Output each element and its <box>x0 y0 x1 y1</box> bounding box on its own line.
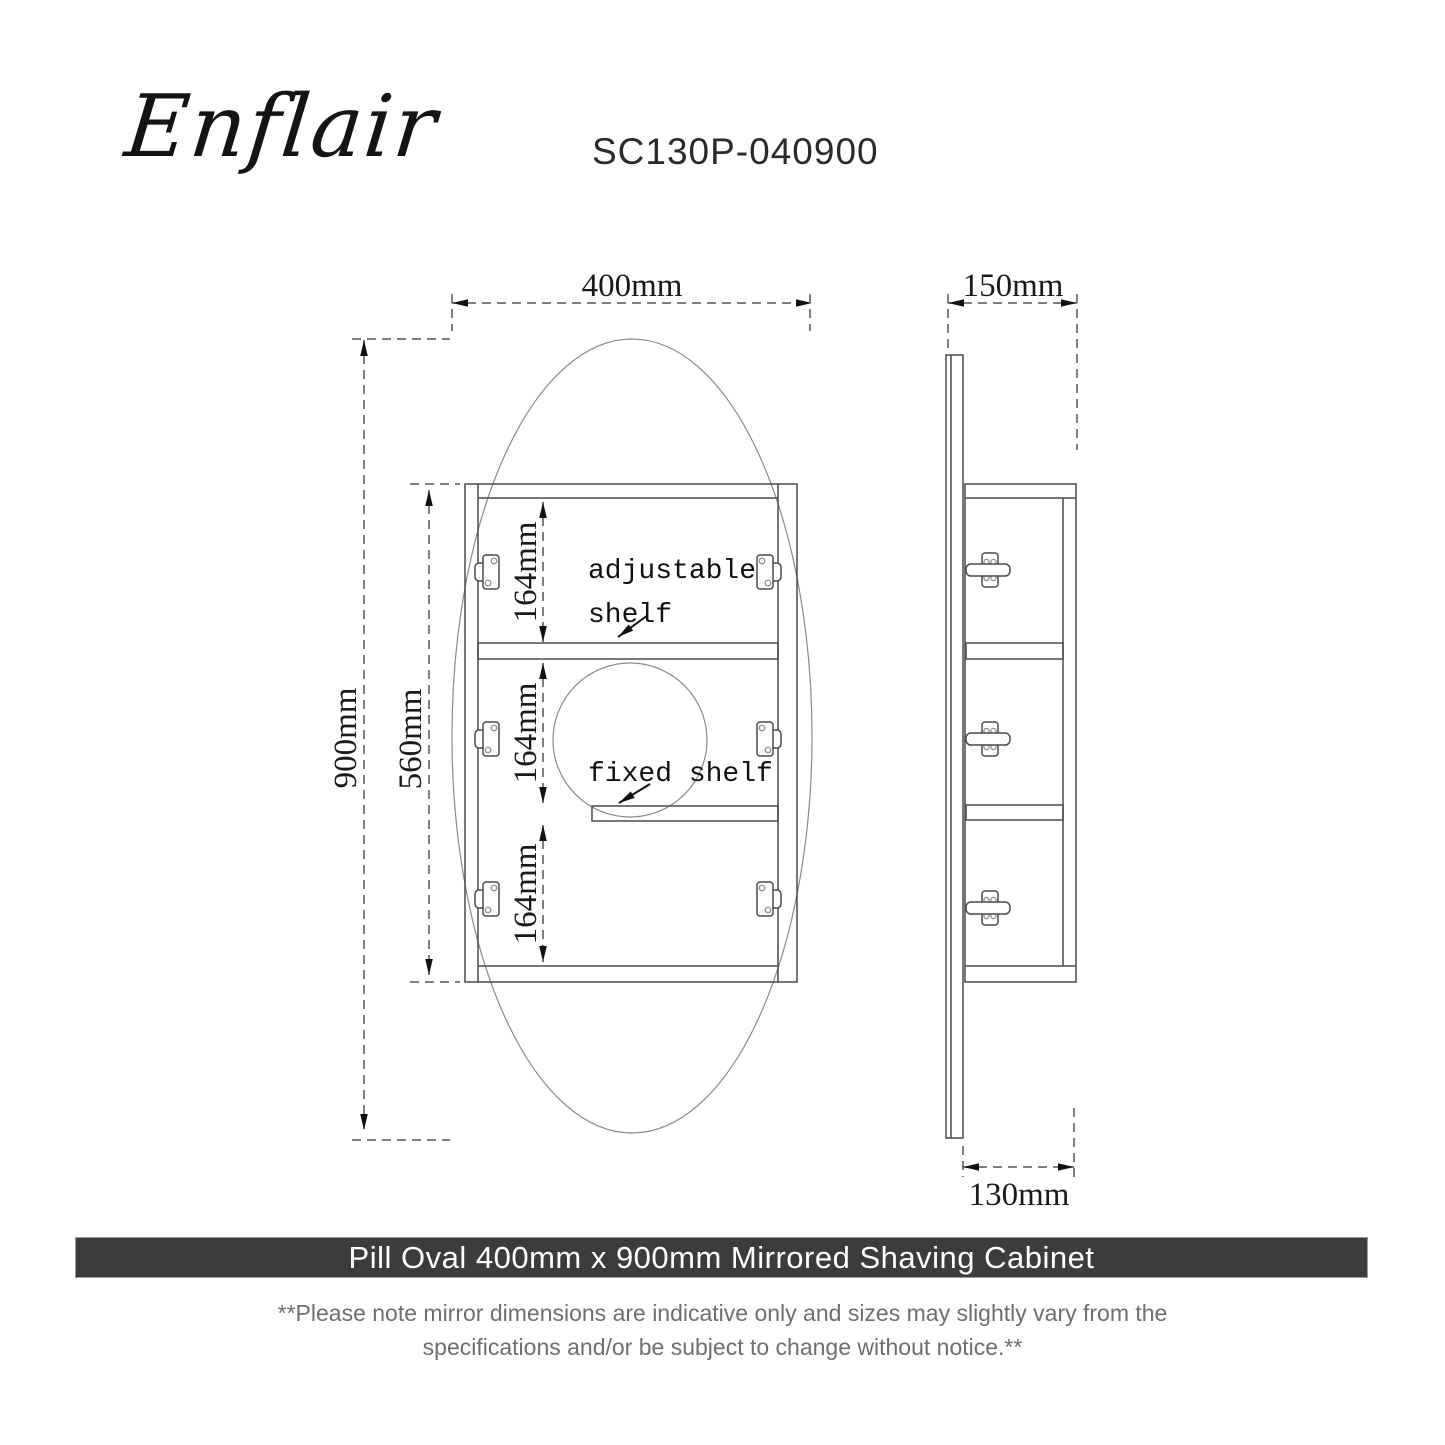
shelf-side <box>965 642 1064 660</box>
front-width-dimension: 400mm <box>451 268 812 331</box>
circle-detail <box>552 662 708 818</box>
hinge-icon <box>474 881 500 917</box>
mirror-panel-side <box>945 354 964 1139</box>
shelf-spacing-dimension-3: 164mm <box>508 825 547 962</box>
adjustable-shelf-label-line2: shelf <box>588 600 672 631</box>
disclaimer-line-2: specifications and/or be subject to chan… <box>422 1334 1023 1360</box>
product-title: Pill Oval 400mm x 900mm Mirrored Shaving… <box>348 1239 1095 1275</box>
hinge-icon <box>756 721 782 757</box>
shelf-spacing-dim-label: 164mm <box>508 682 544 783</box>
front-width-dim-label: 400mm <box>582 268 683 304</box>
fixed-shelf-annotation: fixed shelf <box>588 759 773 804</box>
fixed-shelf-label: fixed shelf <box>588 759 773 790</box>
hinge-icon <box>965 552 1011 588</box>
adjustable-shelf-label-line1: adjustable <box>588 556 756 587</box>
model-number: SC130P-040900 <box>592 131 879 172</box>
hinge-icon <box>965 890 1011 926</box>
shelf-spacing-dim-label: 164mm <box>508 521 544 622</box>
adjustable-shelf-annotation: adjustable shelf <box>588 556 756 638</box>
front-interior-dim-label: 560mm <box>393 688 429 789</box>
fixed-shelf <box>591 805 779 822</box>
cabinet-box-front <box>464 483 798 983</box>
front-interior-dimension: 560mm <box>393 483 460 983</box>
front-view-drawing: 400mm 900mm 560mm 164mm <box>328 268 813 1141</box>
shelf-spacing-dimension-2: 164mm <box>508 663 547 803</box>
hinge-icon <box>474 721 500 757</box>
side-depth-dimension: 150mm <box>947 268 1078 450</box>
cabinet-box-side <box>964 483 1077 983</box>
front-height-dimension: 900mm <box>328 338 450 1141</box>
side-depth-dim-label: 150mm <box>963 268 1064 304</box>
hinge-icon <box>474 554 500 590</box>
shelf-spacing-dim-label: 164mm <box>508 843 544 944</box>
pill-oval-outline <box>451 338 813 1134</box>
hinge-icon <box>756 554 782 590</box>
disclaimer-line-1: **Please note mirror dimensions are indi… <box>277 1300 1168 1326</box>
side-bottom-depth-dimension: 130mm <box>962 1108 1075 1213</box>
shelf-side <box>965 804 1064 821</box>
front-height-dim-label: 900mm <box>328 687 364 788</box>
hinge-icon <box>756 881 782 917</box>
adjustable-shelf <box>477 642 779 660</box>
side-bottom-depth-dim-label: 130mm <box>969 1177 1070 1213</box>
shelf-spacing-dimension-1: 164mm <box>508 502 547 642</box>
hinge-icon <box>965 721 1011 757</box>
product-title-banner: Pill Oval 400mm x 900mm Mirrored Shaving… <box>75 1237 1368 1278</box>
disclaimer-text: **Please note mirror dimensions are indi… <box>0 1296 1445 1364</box>
side-view-drawing: 150mm 130mm <box>945 268 1078 1213</box>
